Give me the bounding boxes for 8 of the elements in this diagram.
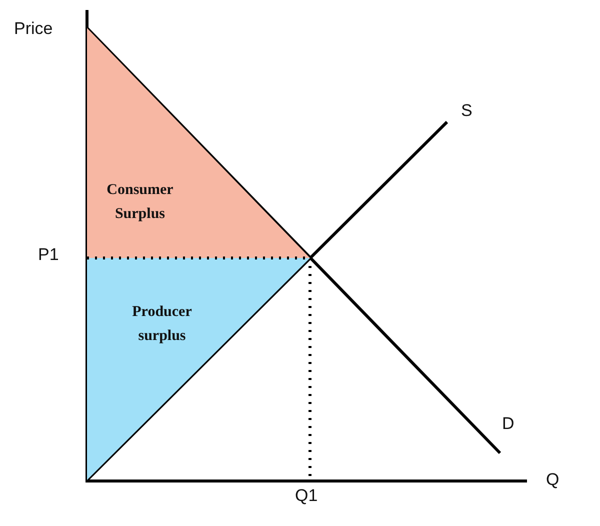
axis-label: Q: [546, 470, 560, 490]
axis-label: Price: [14, 19, 53, 39]
area-label: Producer surplus: [131, 303, 193, 346]
curve-label: D: [502, 414, 514, 434]
area-label: Consumer Surplus: [106, 181, 174, 224]
axis-label: Q1: [295, 486, 318, 506]
axis-label: P1: [38, 245, 59, 265]
curve-label: S: [461, 101, 472, 121]
